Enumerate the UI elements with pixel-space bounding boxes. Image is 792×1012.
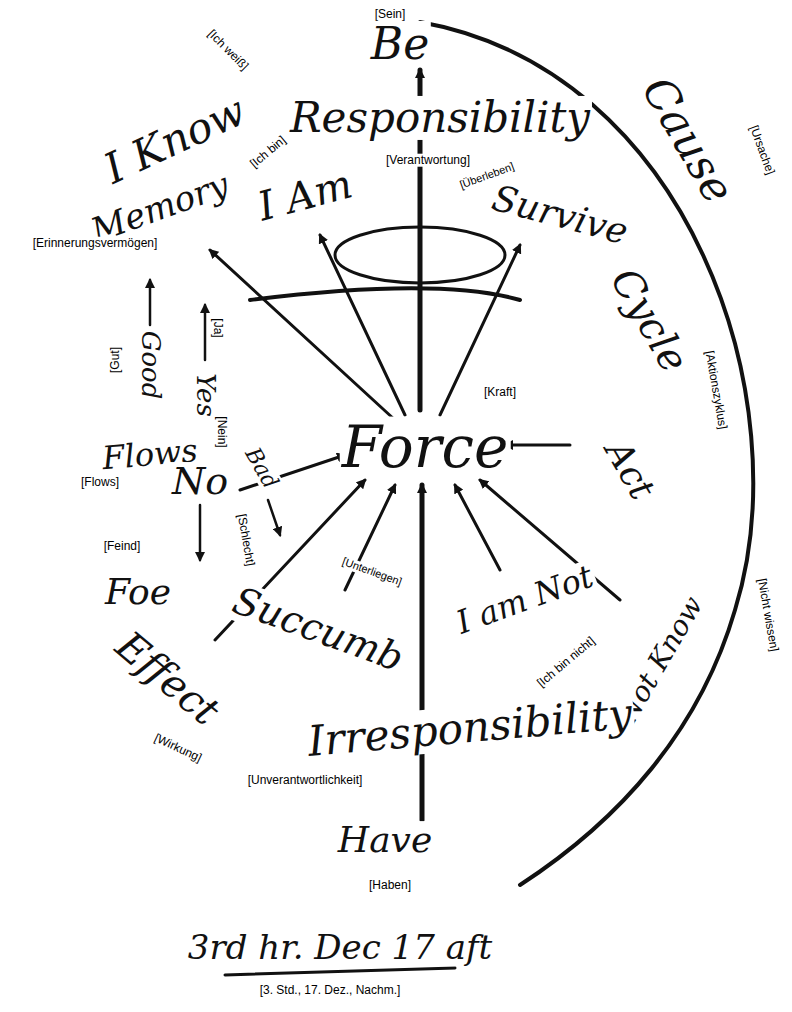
arrow: [204, 305, 207, 360]
arrow: [455, 485, 500, 570]
translation-label: [Kraft]: [482, 386, 518, 399]
underline: [225, 968, 455, 975]
handwritten-word: Have: [336, 821, 435, 859]
translation-label: [Gut]: [109, 345, 122, 375]
arrow: [505, 444, 570, 447]
axis-arrow: [420, 485, 425, 820]
translation-label: [Feind]: [102, 540, 143, 553]
handwritten-word: Survive: [486, 178, 633, 251]
translation-label: [Flows]: [79, 476, 121, 489]
handwritten-word: Be: [369, 21, 431, 67]
handwritten-word: I Know: [96, 88, 254, 193]
translation-label: [Haben]: [367, 879, 413, 892]
handwritten-word: Act: [597, 433, 662, 508]
handwritten-word: Cycle: [603, 259, 697, 381]
cross-stroke: [250, 288, 520, 300]
translation-label: [Nicht wissen]: [755, 575, 781, 654]
translation-label: [Nein]: [216, 414, 229, 449]
handwritten-word: Cause: [633, 67, 743, 212]
handwritten-word: Succumb: [226, 580, 411, 680]
handwritten-word: Foe: [103, 573, 173, 611]
translation-label: [Wirkung]: [151, 731, 206, 766]
translation-label: [Sein]: [373, 8, 408, 21]
arrow: [199, 505, 202, 560]
translation-label: [Ich bin]: [246, 132, 289, 171]
translation-label: [Ursache]: [747, 122, 778, 178]
arrow: [320, 235, 405, 415]
spiral-stroke: [335, 227, 505, 283]
translation-label: [Unverantwortlichkeit]: [246, 774, 365, 787]
handwritten-word: I Am: [252, 162, 359, 228]
handwritten-word: Good: [136, 329, 163, 402]
handwritten-word: Yes: [191, 371, 218, 419]
handwritten-word: Responsibility: [288, 96, 592, 140]
handwritten-word: 3rd hr. Dec 17 aft: [186, 930, 494, 966]
arrow: [149, 280, 152, 325]
translation-label: [Schlecht]: [235, 511, 257, 569]
handwritten-word: Force: [340, 417, 511, 478]
translation-label: [Aktionszyklus]: [703, 348, 730, 432]
translation-label: [3. Std., 17. Dez., Nachm.]: [258, 984, 403, 997]
translation-label: [Ich bin nicht]: [533, 633, 598, 691]
translation-label: [Verantwortung]: [384, 154, 472, 167]
handwritten-word: Irresponsibility: [304, 692, 636, 765]
translation-label: [Ich weiß]: [204, 26, 252, 74]
arrow: [440, 245, 520, 415]
handwritten-word: No: [170, 462, 230, 502]
translation-label: [Ja]: [212, 316, 225, 339]
handwritten-word: Effect: [107, 622, 229, 734]
handwritten-word: I am Not: [450, 559, 599, 641]
translation-label: [Erinnerungsvermögen]: [31, 237, 160, 250]
arrow: [268, 500, 280, 535]
